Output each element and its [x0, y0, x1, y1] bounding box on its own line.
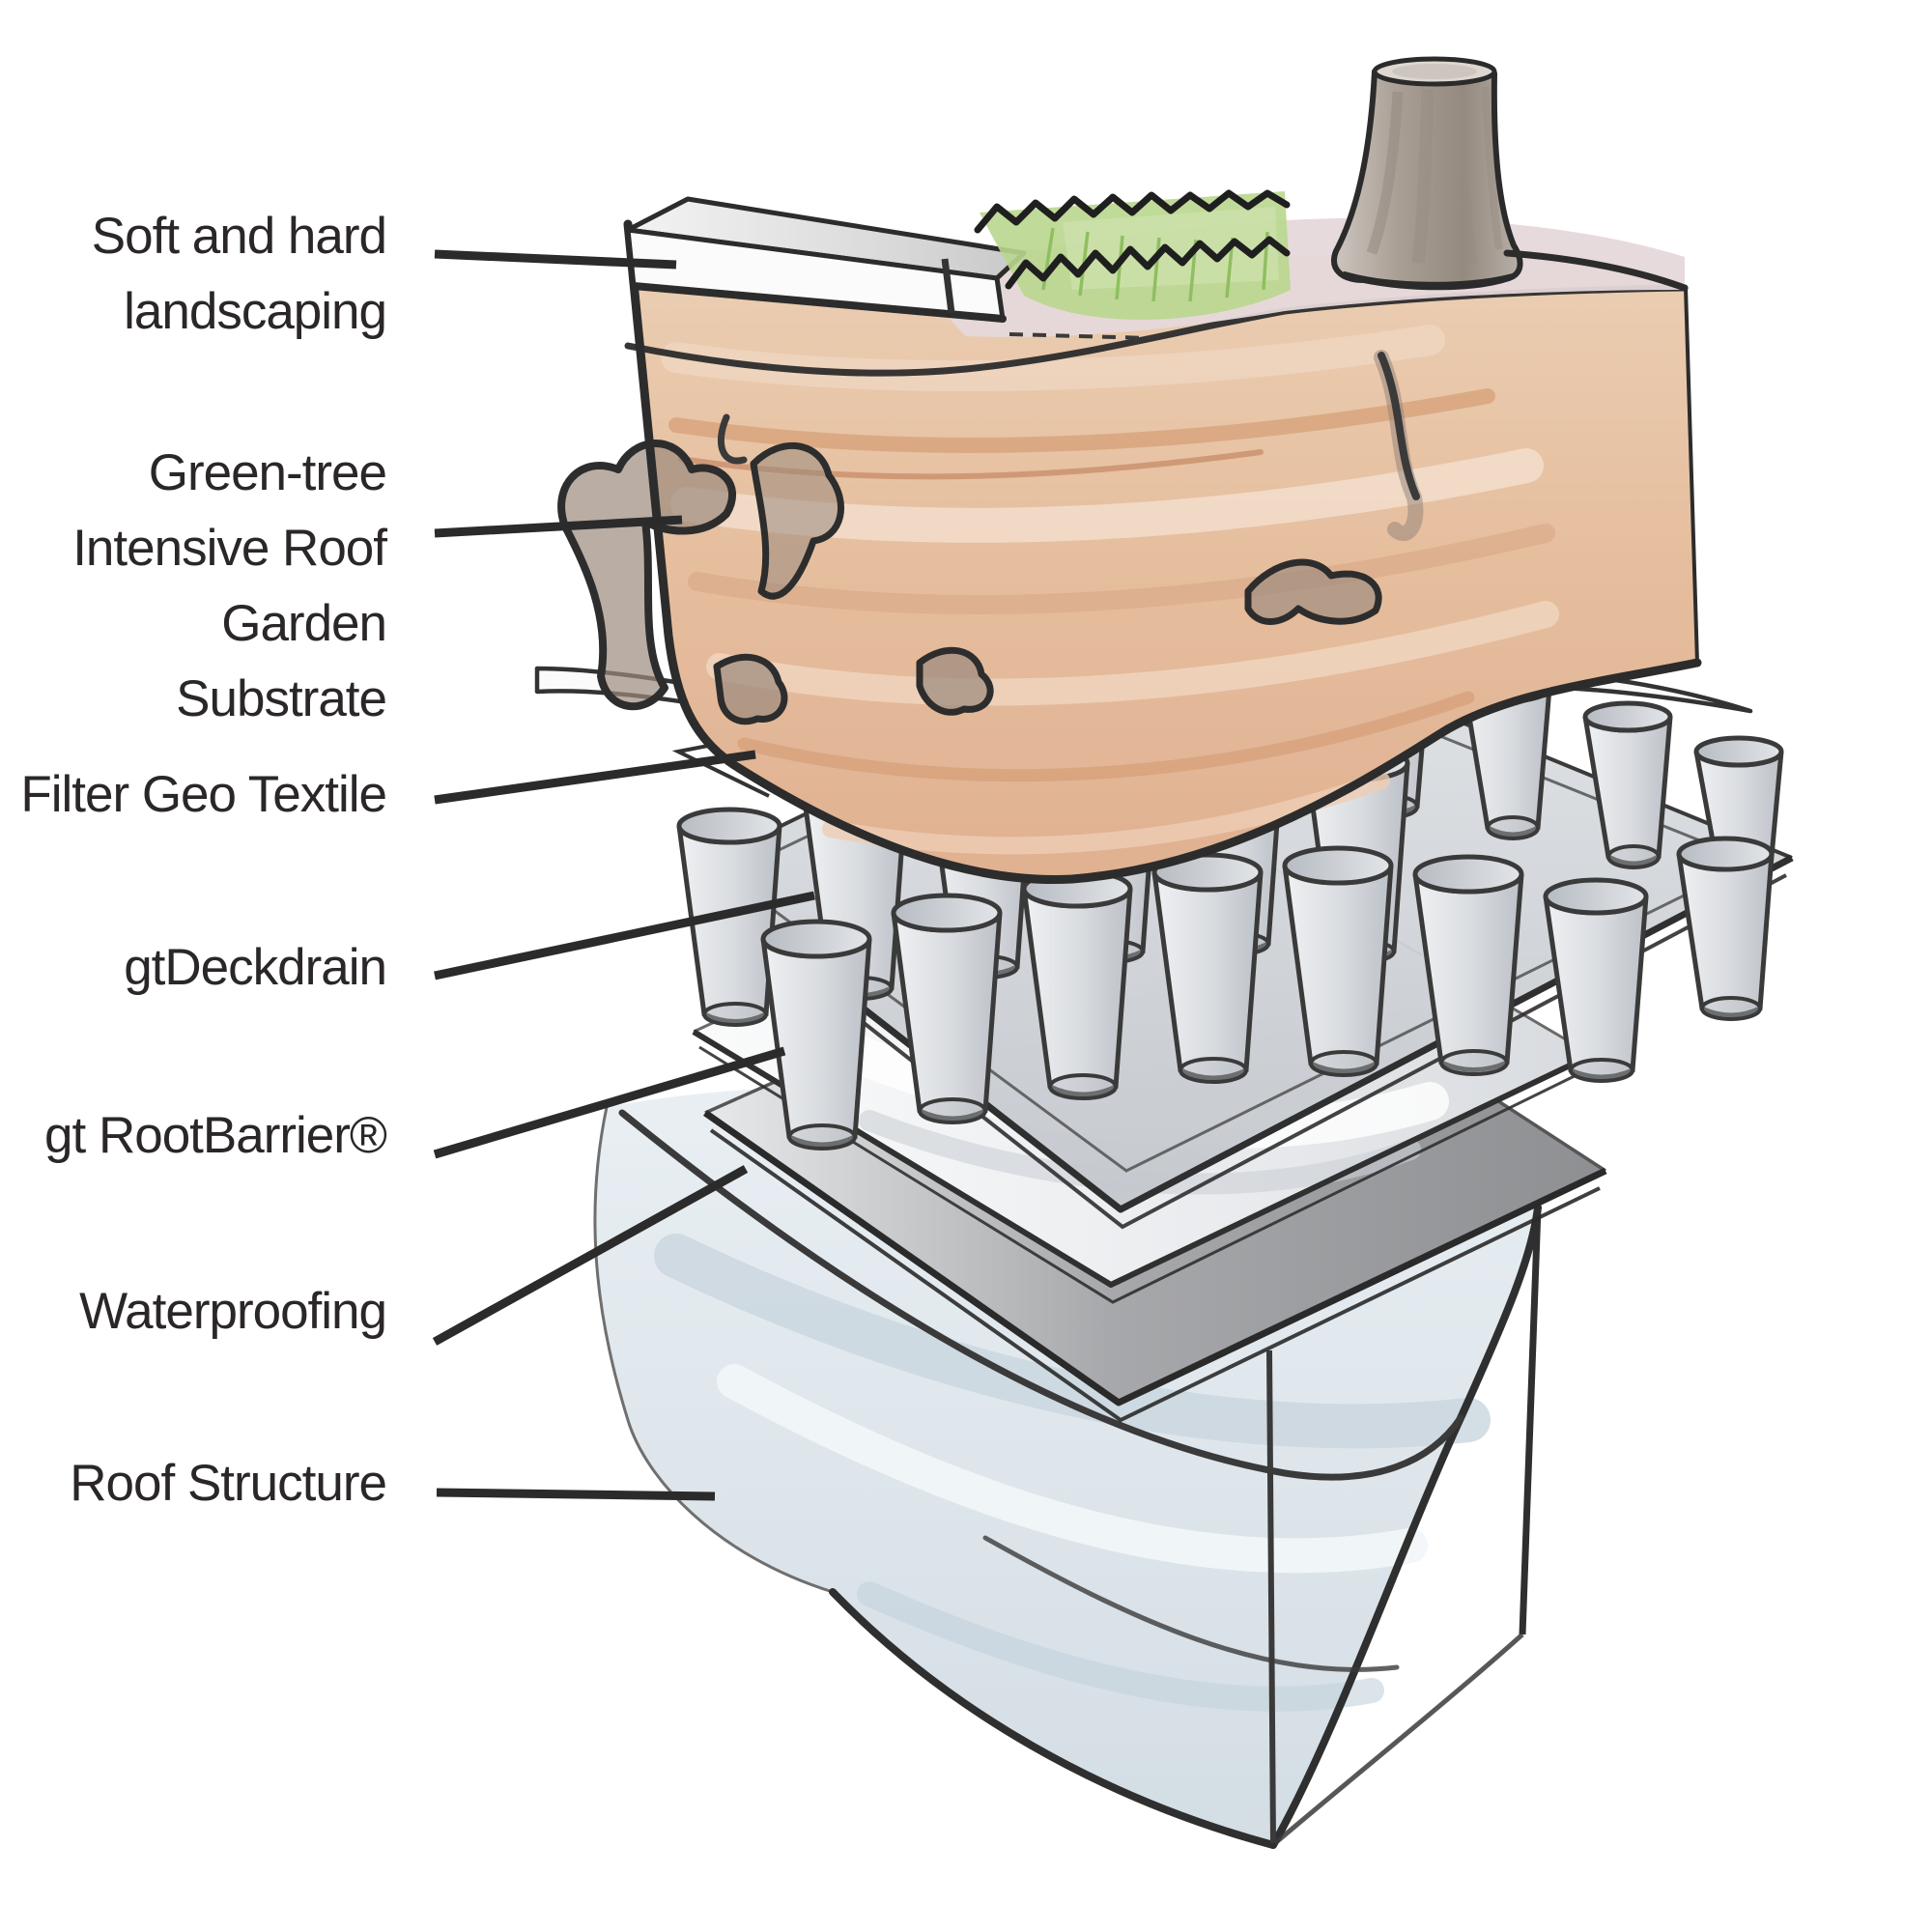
- substrate-root: [750, 442, 844, 600]
- substrate-twig: [717, 413, 748, 465]
- paint-streak: [717, 1364, 1428, 1574]
- substrate-layer: [557, 219, 1702, 884]
- deckdrain-cone: [1582, 700, 1673, 869]
- substrate-outline: [623, 219, 1702, 884]
- stump-bark-streak: [1366, 91, 1404, 255]
- layer-label-gtdeckdrain: gtDeckdrain: [124, 939, 387, 996]
- roof-right-sweep-edge: [1269, 1204, 1542, 1849]
- paint-streak: [857, 1581, 1384, 1712]
- stump-bark-streak: [1455, 88, 1478, 264]
- leader-line-roof-structure: [436, 1488, 716, 1501]
- layer-label-waterproofing: Waterproofing: [79, 1283, 387, 1340]
- deckdrain-cone: [1151, 852, 1264, 1084]
- leader-line-soft-hard-landscaping: [434, 249, 677, 270]
- paving-slab-bottom-edge: [630, 282, 1007, 323]
- roof-right-lower-edge: [1273, 1633, 1524, 1845]
- roof-front-corner-edge: [1266, 1350, 1276, 1844]
- tree-stump: [1331, 56, 1523, 291]
- deckdrain-cone: [1543, 877, 1649, 1083]
- paint-streak: [706, 601, 1559, 706]
- block-top-back-edge: [1503, 249, 1689, 292]
- leader-line-waterproofing: [432, 1165, 749, 1346]
- leader-lines: [432, 249, 815, 1501]
- deckdrain-cone: [760, 919, 872, 1151]
- substrate-twig: [1378, 352, 1420, 500]
- substrate-root: [1244, 558, 1382, 625]
- leader-line-filter-geo-textile: [434, 750, 756, 805]
- substrate-root: [916, 646, 994, 716]
- substrate-root: [713, 653, 788, 725]
- stump-bark-streak: [1411, 88, 1435, 264]
- deckdrain-cone: [1021, 868, 1133, 1100]
- paint-streak: [654, 1234, 1491, 1449]
- stump-base-line: [1342, 271, 1516, 288]
- deckdrain-cone: [1282, 845, 1394, 1077]
- grass-back-zigzag: [974, 189, 1291, 234]
- deckdrain-cone: [676, 807, 782, 1027]
- leader-line-gtdeckdrain: [434, 891, 815, 980]
- deckdrain-cone: [891, 893, 1003, 1124]
- landscaping-layer: [625, 56, 1689, 340]
- waterproofing-thickness-line: [709, 1128, 1601, 1423]
- stump-top-inner: [1392, 64, 1477, 79]
- layer-label-soft-and-hard-landscaping: Soft and hard landscaping: [91, 208, 387, 340]
- roof-front-wave-line: [618, 1109, 1464, 1481]
- stump-bark-streak: [1482, 86, 1503, 250]
- paving-slab-joint: [941, 258, 955, 314]
- leader-line-substrate: [434, 515, 683, 538]
- layer-label-roof-structure: Roof Structure: [70, 1455, 387, 1512]
- layer-label-gt-rootbarrier: gt RootBarrier®: [44, 1107, 387, 1164]
- grass-front-zigzag: [1005, 236, 1291, 290]
- roof-left-edge: [593, 1106, 834, 1594]
- paint-streak: [822, 772, 1390, 855]
- paving-slab: [625, 196, 1027, 323]
- paint-streak: [668, 388, 1495, 453]
- roof-right-edge: [1519, 1207, 1542, 1635]
- grass-patch: [974, 189, 1291, 340]
- leader-line-gt-rootbarrier: [433, 1046, 786, 1159]
- deckdrain-cone: [1676, 836, 1775, 1021]
- substrate-right-edge: [1684, 287, 1699, 664]
- deckdrain-cone: [1412, 854, 1524, 1076]
- roof-front-wave-line-2: [982, 1535, 1400, 1672]
- waterproofing-front-edges: [702, 1110, 1607, 1406]
- roof-bottom-edge: [829, 1588, 1277, 1849]
- substrate-root: [557, 440, 736, 711]
- paint-streak: [737, 691, 1475, 782]
- grass-base-dashes: [1009, 332, 1151, 340]
- paint-streak: [688, 524, 1555, 614]
- layer-label-filter-geo-textile: Filter Geo Textile: [20, 766, 387, 823]
- layer-label-green-tree-substrate: Green-tree Intensive Roof Garden Substra…: [72, 444, 387, 727]
